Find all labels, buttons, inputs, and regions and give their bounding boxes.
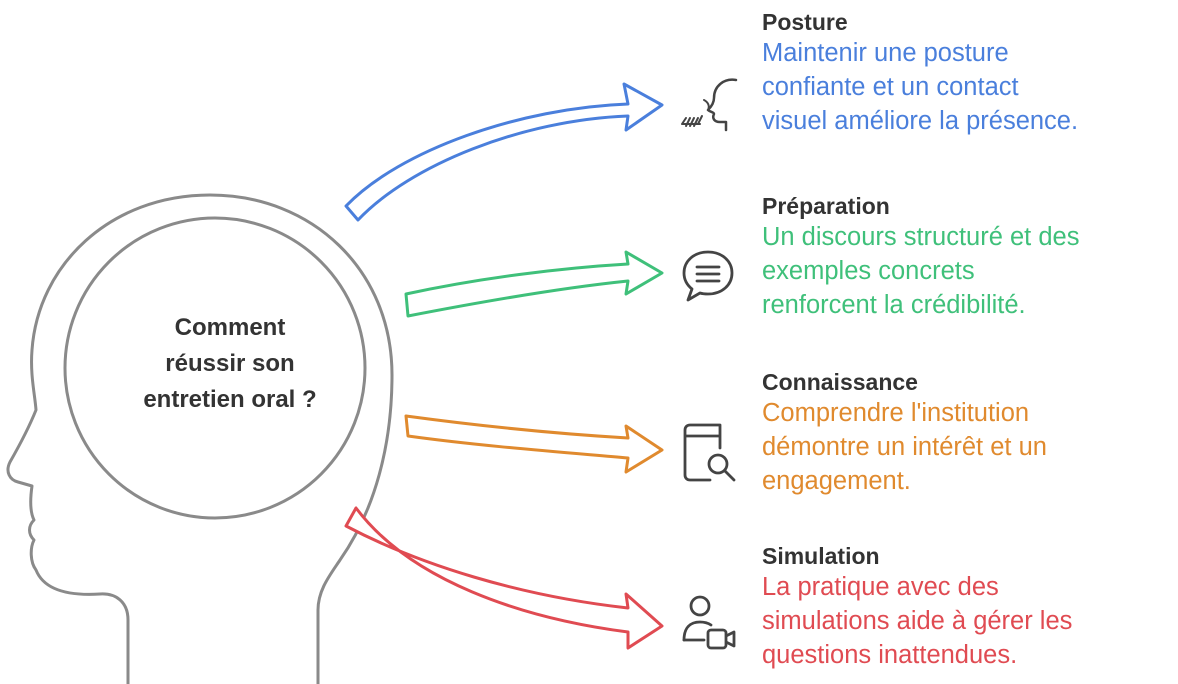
center-question-line: réussir son <box>165 350 295 377</box>
item-description-preparation: Un discours structuré et des exemples co… <box>762 220 1172 322</box>
speech-bubble-icon <box>682 250 734 302</box>
item-title-preparation: Préparation <box>762 193 890 219</box>
description-line: Comprendre l'institution <box>762 399 1030 427</box>
description-line: Maintenir une posture <box>762 39 1009 67</box>
description-line: La pratique avec des <box>762 573 999 601</box>
item-title-posture: Posture <box>762 9 848 35</box>
item-description-simulation: La pratique avec des simulations aide à … <box>762 570 1172 672</box>
description-line: exemples concrets <box>762 257 975 285</box>
arrow-posture <box>344 82 664 222</box>
book-search-icon <box>683 423 736 482</box>
arrow-preparation <box>404 250 664 318</box>
center-question-line: entretien oral ? <box>143 386 317 413</box>
item-description-connaissance: Comprendre l'institution démontre un int… <box>762 396 1172 498</box>
head-profile-outline <box>6 193 394 684</box>
description-line: engagement. <box>762 467 911 495</box>
item-title-simulation: Simulation <box>762 543 880 569</box>
description-line: renforcent la crédibilité. <box>762 291 1026 319</box>
item-preparation: Préparation Un discours structuré et des… <box>762 192 1172 322</box>
user-video-icon <box>682 595 736 650</box>
item-posture: Posture Maintenir une posture confiante … <box>762 8 1172 138</box>
item-connaissance: Connaissance Comprendre l'institution dé… <box>762 368 1172 498</box>
center-question-line: Comment <box>174 314 286 341</box>
center-question: Comment réussir son entretien oral ? <box>100 310 360 418</box>
item-description-posture: Maintenir une posture confiante et un co… <box>762 36 1172 138</box>
talking-head-icon <box>681 78 738 132</box>
description-line: confiante et un contact <box>762 73 1019 101</box>
description-line: visuel améliore la présence. <box>762 107 1079 135</box>
item-title-connaissance: Connaissance <box>762 369 918 395</box>
arrow-connaissance <box>404 414 664 474</box>
description-line: questions inattendues. <box>762 641 1018 669</box>
description-line: Un discours structuré et des <box>762 223 1080 251</box>
item-simulation: Simulation La pratique avec des simulati… <box>762 542 1172 672</box>
center-circle <box>63 216 367 520</box>
description-line: démontre un intérêt et un <box>762 433 1047 461</box>
arrow-simulation <box>344 506 664 650</box>
description-line: simulations aide à gérer les <box>762 607 1073 635</box>
